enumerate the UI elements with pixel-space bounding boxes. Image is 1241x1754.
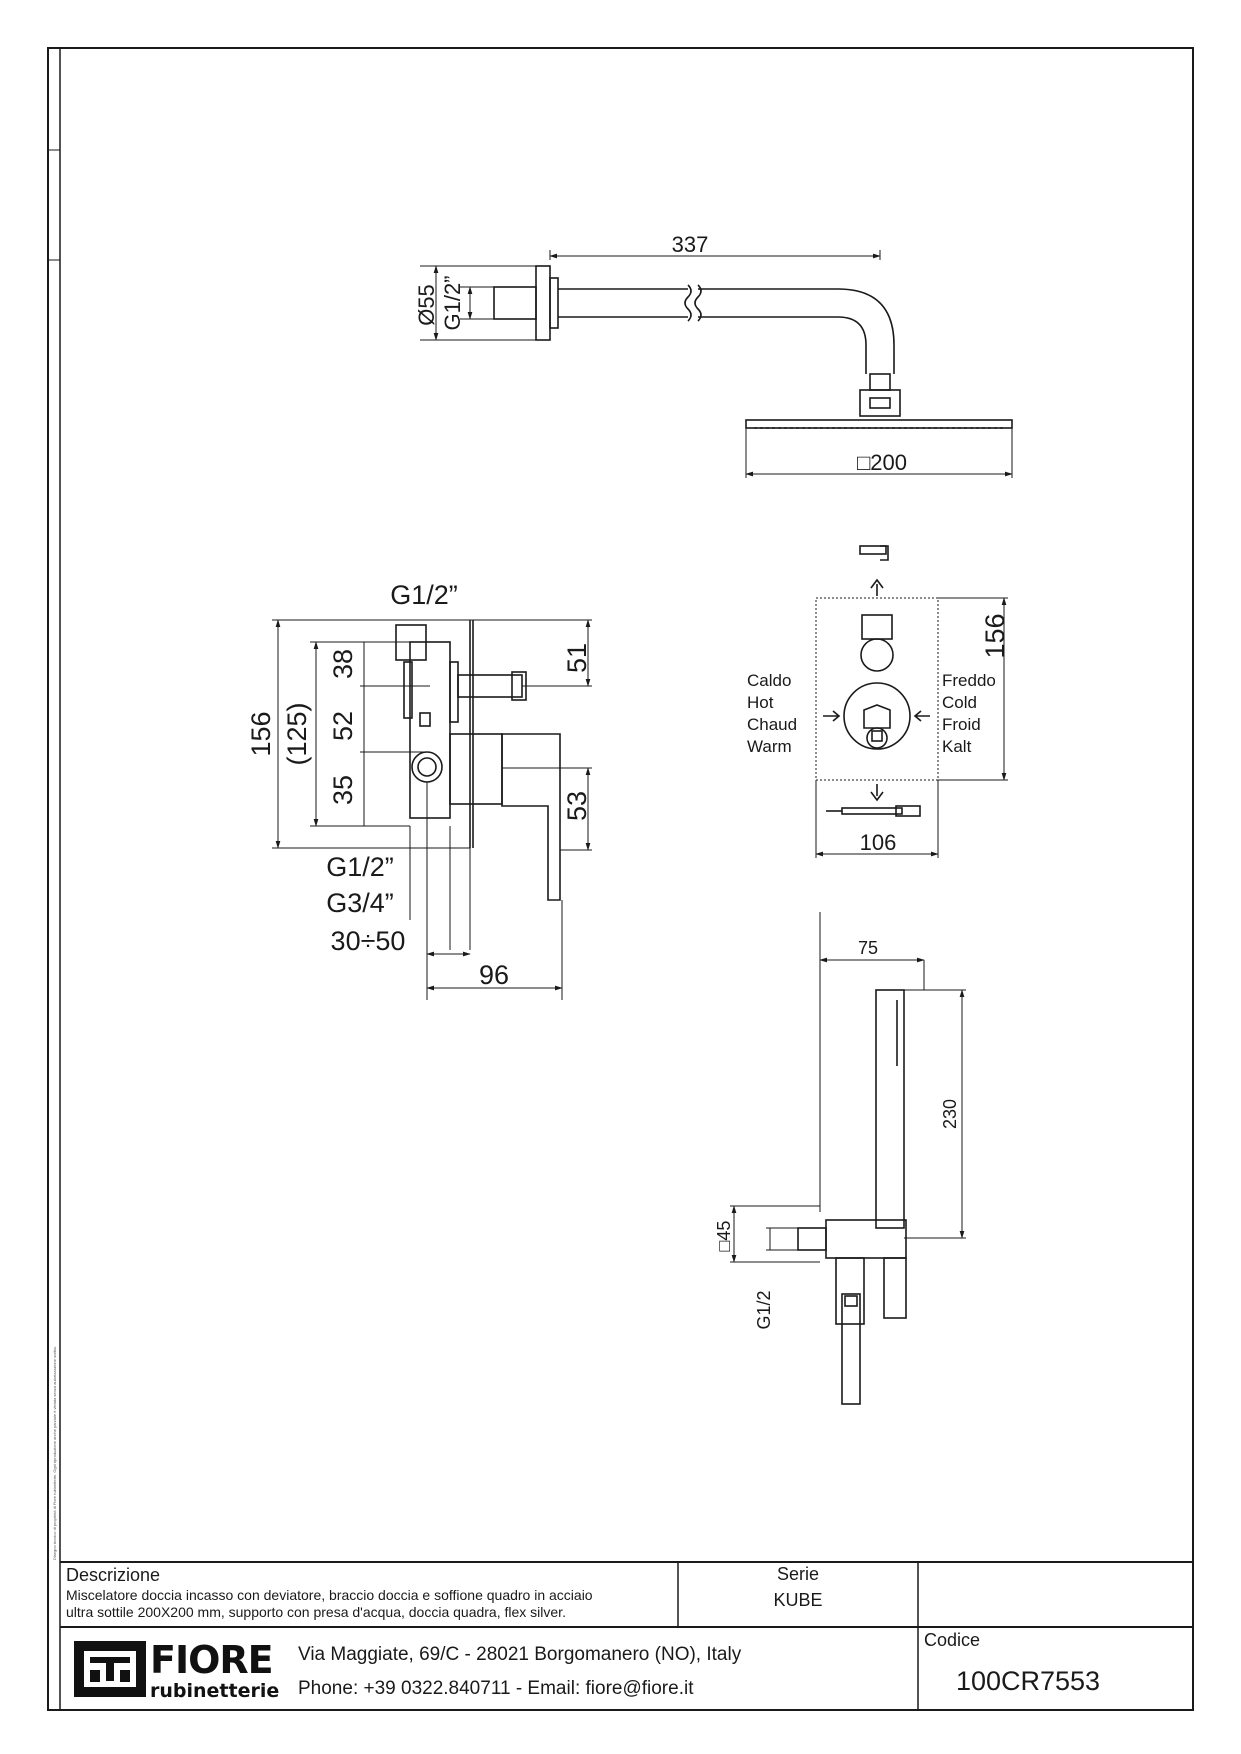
series-label: Serie (777, 1564, 819, 1584)
cold-label-froid: Froid (942, 715, 981, 734)
mixer-dim-35-label: 35 (328, 775, 358, 805)
diverter-height-label: 156 (980, 613, 1010, 658)
mixer-bottom-thread-1-label: G1/2” (326, 852, 394, 882)
cold-labels: Freddo Cold Froid Kalt (942, 671, 996, 756)
head-size-label: □200 (857, 450, 907, 475)
hand-shower-offset-label: 75 (858, 938, 878, 958)
arm-diameter-label: Ø55 (414, 284, 439, 326)
series-value: KUBE (773, 1590, 822, 1610)
hot-label-warm: Warm (747, 737, 792, 756)
mixer-top-thread-label: G1/2” (390, 580, 458, 610)
mixer-dim-53-label: 53 (562, 791, 592, 821)
title-block (60, 1561, 1193, 1710)
code-label: Codice (924, 1630, 980, 1650)
arm-thread-label: G1/2” (440, 275, 465, 330)
shower-arm-drawing (493, 265, 1013, 429)
company-contact: Phone: +39 0322.840711 - Email: fiore@fi… (298, 1678, 694, 1699)
mixer-inner-height-label: (125) (282, 702, 312, 765)
hand-shower-dimensions (730, 952, 966, 1263)
cold-label-freddo: Freddo (942, 671, 996, 690)
hot-label-hot: Hot (747, 693, 774, 712)
mixer-recess-range-label: 30÷50 (331, 926, 406, 956)
fiore-logo: FIORE rubinetterie (74, 1638, 279, 1702)
mixer-side-drawing (395, 620, 561, 901)
cold-label-cold: Cold (942, 693, 977, 712)
diverter-front-drawing (815, 545, 939, 817)
sheet-frame (47, 47, 1194, 1711)
side-note: Disegno tecnico di proprietà di Fiore ru… (52, 1346, 57, 1560)
code-value: 100CR7553 (956, 1666, 1100, 1696)
shower-arm-dimensions (420, 250, 1013, 478)
mixer-dim-52-label: 52 (328, 711, 358, 741)
cold-label-kalt: Kalt (942, 737, 972, 756)
hot-labels: Caldo Hot Chaud Warm (747, 671, 797, 756)
mixer-side-dimensions (272, 619, 592, 1000)
bracket-size-label: □45 (714, 1221, 734, 1252)
mixer-dim-38-label: 38 (328, 649, 358, 679)
hand-shower-thread-label: G1/2 (754, 1290, 774, 1329)
mixer-height-label: 156 (246, 711, 276, 756)
description-line-2: ultra sottile 200X200 mm, supporto con p… (66, 1604, 566, 1620)
description-line-1: Miscelatore doccia incasso con deviatore… (66, 1587, 593, 1603)
hand-shower-length-label: 230 (940, 1099, 960, 1129)
hot-label-caldo: Caldo (747, 671, 791, 690)
mixer-dim-51-label: 51 (562, 643, 592, 673)
description-label: Descrizione (66, 1565, 160, 1585)
diverter-width-label: 106 (860, 830, 897, 855)
diverter-dimensions (815, 597, 1008, 858)
hot-label-chaud: Chaud (747, 715, 797, 734)
hand-shower-drawing (797, 912, 907, 1405)
mixer-depth-label: 96 (479, 960, 509, 990)
logo-sub-text: rubinetterie (150, 1680, 279, 1702)
mixer-bottom-thread-2-label: G3/4” (326, 888, 394, 918)
company-address: Via Maggiate, 69/C - 28021 Borgomanero (… (298, 1644, 742, 1665)
logo-main-text: FIORE (150, 1638, 273, 1682)
arm-length-label: 337 (672, 232, 709, 257)
